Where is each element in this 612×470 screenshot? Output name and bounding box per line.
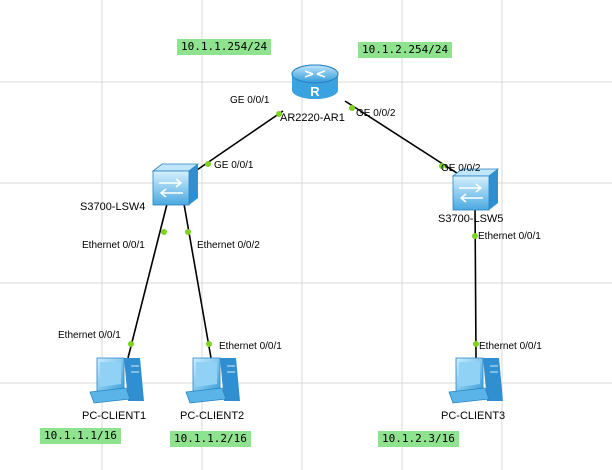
port-label-pc2-e001: Ethernet 0/0/1 bbox=[219, 341, 282, 352]
port-label-lsw5-e001: Ethernet 0/0/1 bbox=[478, 231, 541, 242]
port-dot bbox=[276, 111, 282, 117]
ip-label-gateway2: 10.1.2.254/24 bbox=[358, 42, 453, 58]
port-label-ar1-ge001: GE 0/0/1 bbox=[230, 95, 270, 106]
ip-label-pc2: 10.1.1.2/16 bbox=[170, 431, 251, 447]
port-dot bbox=[349, 105, 355, 111]
link-lsw4-pc2[interactable] bbox=[183, 203, 212, 359]
pc-client3[interactable]: PC-CLIENT3 bbox=[441, 357, 505, 422]
svg-text:R: R bbox=[310, 84, 320, 99]
port-dot bbox=[185, 229, 191, 235]
port-dot bbox=[161, 229, 167, 235]
switch-icon bbox=[151, 163, 200, 206]
pc-icon bbox=[448, 357, 503, 404]
device-label-pc1: PC-CLIENT1 bbox=[82, 410, 146, 422]
port-label-lsw5-ge002: GE 0/0/2 bbox=[441, 163, 481, 174]
pc-client2[interactable]: PC-CLIENT2 bbox=[180, 357, 244, 422]
device-label-lsw5: S3700-LSW5 bbox=[438, 213, 503, 225]
port-dot bbox=[206, 341, 212, 347]
router-icon: R bbox=[291, 64, 339, 99]
ip-label-gateway1: 10.1.1.254/24 bbox=[177, 39, 272, 55]
port-dot bbox=[473, 341, 479, 347]
ip-label-pc1: 10.1.1.1/16 bbox=[40, 428, 121, 444]
port-label-lsw4-ge001: GE 0/0/1 bbox=[214, 160, 254, 171]
link-lsw4-pc1[interactable] bbox=[127, 203, 168, 359]
port-label-pc3-e001: Ethernet 0/0/1 bbox=[479, 341, 542, 352]
router-ar1[interactable]: R AR2220-AR1 bbox=[280, 64, 345, 124]
ip-label-pc3: 10.1.2.3/16 bbox=[378, 431, 459, 447]
pc-icon bbox=[185, 357, 240, 404]
pc-client1[interactable]: PC-CLIENT1 bbox=[82, 357, 146, 422]
port-label-lsw4-e001: Ethernet 0/0/1 bbox=[82, 240, 145, 251]
device-label-pc3: PC-CLIENT3 bbox=[441, 410, 505, 422]
port-dot bbox=[205, 161, 211, 167]
port-labels: GE 0/0/1 GE 0/0/2 GE 0/0/1 GE 0/0/2 Ethe… bbox=[58, 95, 542, 352]
port-dot bbox=[472, 233, 478, 239]
device-label-lsw4: S3700-LSW4 bbox=[80, 201, 145, 213]
port-dot bbox=[439, 163, 445, 169]
pc-icon bbox=[89, 357, 144, 404]
link-lsw5-pc3[interactable] bbox=[474, 201, 477, 359]
port-dot bbox=[128, 341, 134, 347]
port-label-pc1-e001: Ethernet 0/0/1 bbox=[58, 330, 121, 341]
switch-icon bbox=[451, 168, 500, 211]
switch-lsw5[interactable]: S3700-LSW5 bbox=[438, 168, 503, 225]
port-dots bbox=[128, 105, 479, 347]
switch-lsw4[interactable]: S3700-LSW4 bbox=[80, 163, 200, 213]
device-label-pc2: PC-CLIENT2 bbox=[180, 410, 244, 422]
port-label-lsw4-e002: Ethernet 0/0/2 bbox=[197, 240, 260, 251]
device-label-ar1: AR2220-AR1 bbox=[280, 112, 345, 124]
port-label-ar1-ge002: GE 0/0/2 bbox=[356, 108, 396, 119]
